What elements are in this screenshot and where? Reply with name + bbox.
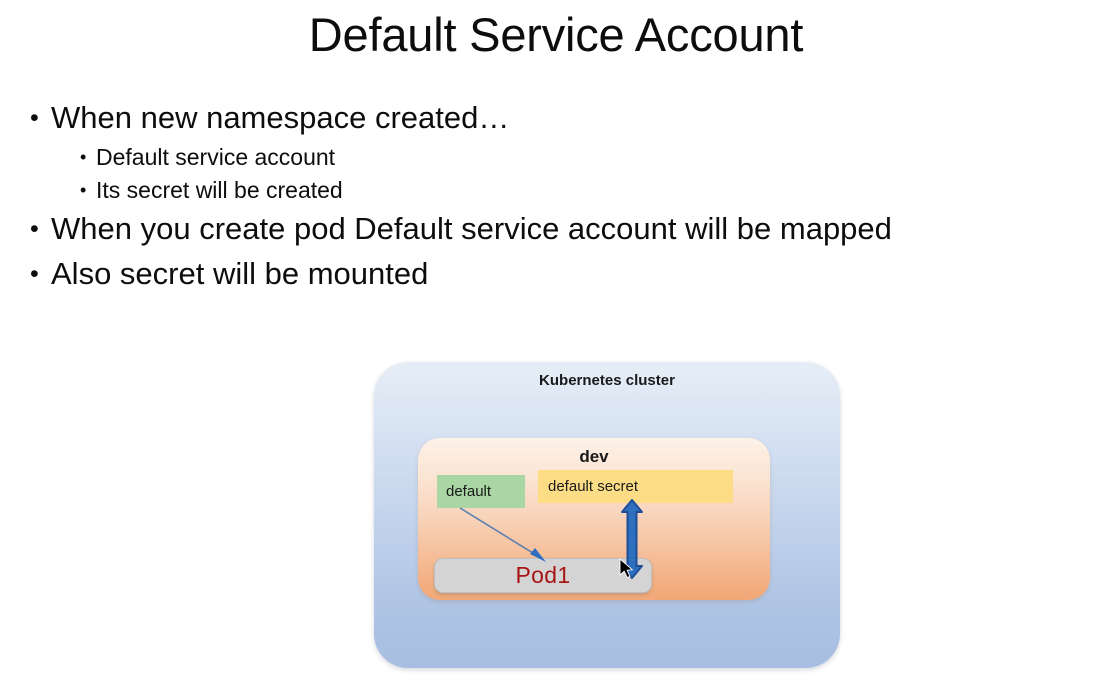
bullet-dot-icon: •: [30, 215, 39, 243]
list-item-label: Its secret will be created: [96, 177, 343, 203]
secret-chip: default secret: [538, 470, 733, 503]
service-account-chip-label: default: [446, 483, 492, 500]
page-title: Default Service Account: [308, 8, 804, 61]
pod-label: Pod1: [515, 562, 571, 588]
list-item: • Default service account: [0, 141, 1070, 174]
bullet-list: • When new namespace created… • Default …: [0, 96, 1070, 297]
bullet-dot-icon: •: [80, 180, 87, 200]
list-item-label: When new namespace created…: [51, 100, 510, 135]
secret-chip-label: default secret: [548, 478, 639, 495]
namespace-label: dev: [579, 447, 609, 466]
service-account-chip: default: [437, 475, 525, 508]
mouse-cursor-icon: [619, 558, 633, 579]
bullet-dot-icon: •: [30, 260, 39, 288]
list-item-label: Also secret will be mounted: [51, 256, 429, 291]
list-item: • When you create pod Default service ac…: [0, 207, 1070, 251]
list-item-label: When you create pod Default service acco…: [51, 211, 892, 246]
pod-box: Pod1: [434, 558, 652, 593]
bullet-dot-icon: •: [30, 104, 39, 132]
bullet-dot-icon: •: [80, 147, 87, 167]
list-item-label: Default service account: [96, 144, 336, 170]
kubernetes-cluster-diagram: Kubernetes cluster dev default default s…: [374, 362, 840, 668]
list-item: • When new namespace created…: [0, 96, 1070, 140]
list-item: • Also secret will be mounted: [0, 252, 1070, 296]
cluster-label: Kubernetes cluster: [539, 372, 675, 389]
list-item: • Its secret will be created: [0, 174, 1070, 207]
